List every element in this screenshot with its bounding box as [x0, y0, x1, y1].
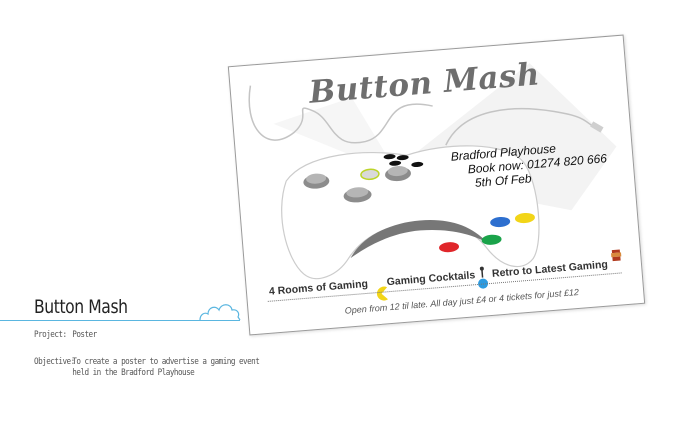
- objective-row: Objective: To create a poster to adverti…: [34, 357, 279, 379]
- poster-image: Button Mash Bradford Playhouse Book now:…: [227, 34, 646, 336]
- controller-illustration: [248, 63, 622, 301]
- objective-label: Objective:: [34, 357, 75, 367]
- divider-line: [0, 320, 240, 321]
- joystick-icon: [478, 266, 489, 289]
- project-title: Button Mash: [34, 296, 128, 318]
- project-row: Project: Poster: [34, 330, 279, 341]
- pacman-icon: [376, 286, 389, 301]
- cloud-icon: [199, 304, 241, 321]
- mario-icon: [611, 249, 622, 262]
- project-label: Project:: [34, 330, 67, 340]
- project-value: Poster: [72, 330, 97, 340]
- objective-value: To create a poster to advertise a gaming…: [72, 357, 260, 378]
